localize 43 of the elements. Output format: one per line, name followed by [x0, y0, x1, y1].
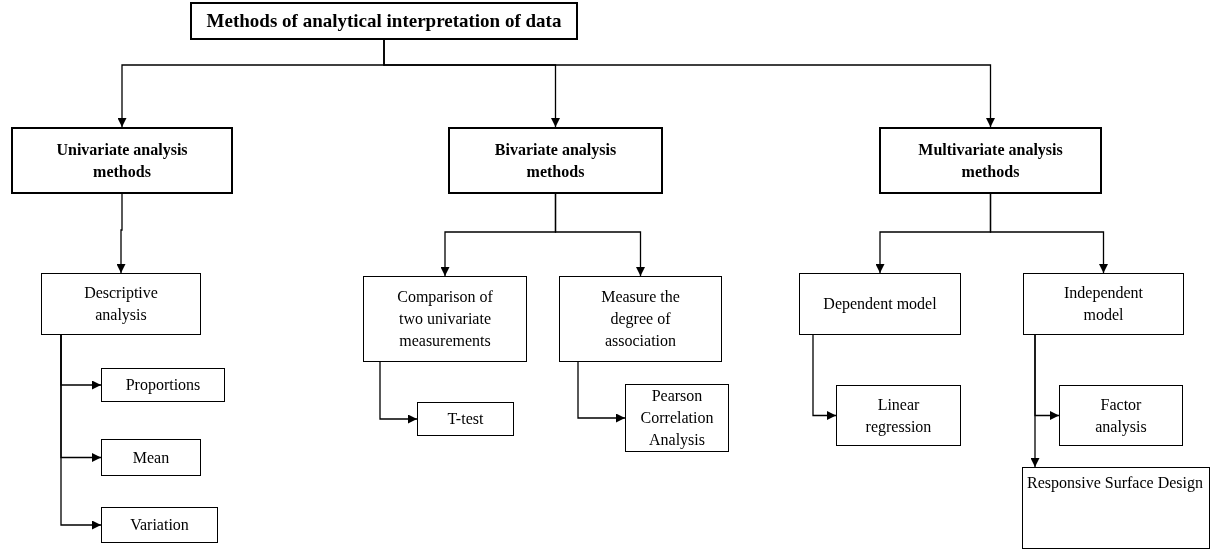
process-box [41, 273, 201, 335]
arrow [989, 193, 1108, 274]
node-text: Methods of analytical interpretation of data [206, 8, 562, 33]
process-box [101, 368, 225, 402]
process-box [101, 439, 201, 476]
process-box [836, 385, 961, 446]
node-text: Linear regression [864, 394, 933, 438]
node-text: Descriptive analysis [83, 283, 159, 326]
process-box [363, 276, 527, 362]
arrow [812, 334, 837, 420]
node-text: Variation [130, 515, 189, 535]
process-box [625, 384, 729, 452]
process-box [417, 402, 514, 436]
node-text: Mean [132, 447, 170, 468]
arrow [554, 193, 645, 277]
node-text: Measure the degree of association [600, 287, 681, 351]
process-box [101, 507, 218, 543]
arrow [1030, 334, 1040, 468]
arrow [116, 193, 126, 274]
process-box [559, 276, 722, 362]
node-text: Univariate analysis methods [55, 139, 189, 182]
arrow [60, 334, 102, 530]
node-text: T-test [447, 409, 484, 429]
node-text: Responsive Surface Design [1027, 473, 1203, 494]
process-box [1059, 385, 1183, 446]
node-text: Comparison of two univariate measurements [396, 287, 494, 351]
node-text: Bivariate analysis methods [493, 139, 618, 182]
node-text: Independent model [1062, 283, 1145, 325]
arrow [577, 361, 626, 423]
node-text: Proportions [125, 375, 201, 396]
process-box [799, 273, 961, 335]
process-box [190, 2, 578, 40]
process-box [11, 127, 233, 194]
node-text: Multivariate analysis methods [917, 139, 1064, 182]
process-box [879, 127, 1102, 194]
arrow [379, 361, 418, 424]
node-text: Pearson Correlation Analysis [640, 386, 714, 451]
process-box [1023, 273, 1184, 335]
process-box [1022, 467, 1210, 549]
arrow [383, 39, 995, 128]
node-text: Dependent model [823, 294, 937, 315]
process-box [448, 127, 663, 194]
node-text: Factor analysis [1094, 394, 1148, 438]
